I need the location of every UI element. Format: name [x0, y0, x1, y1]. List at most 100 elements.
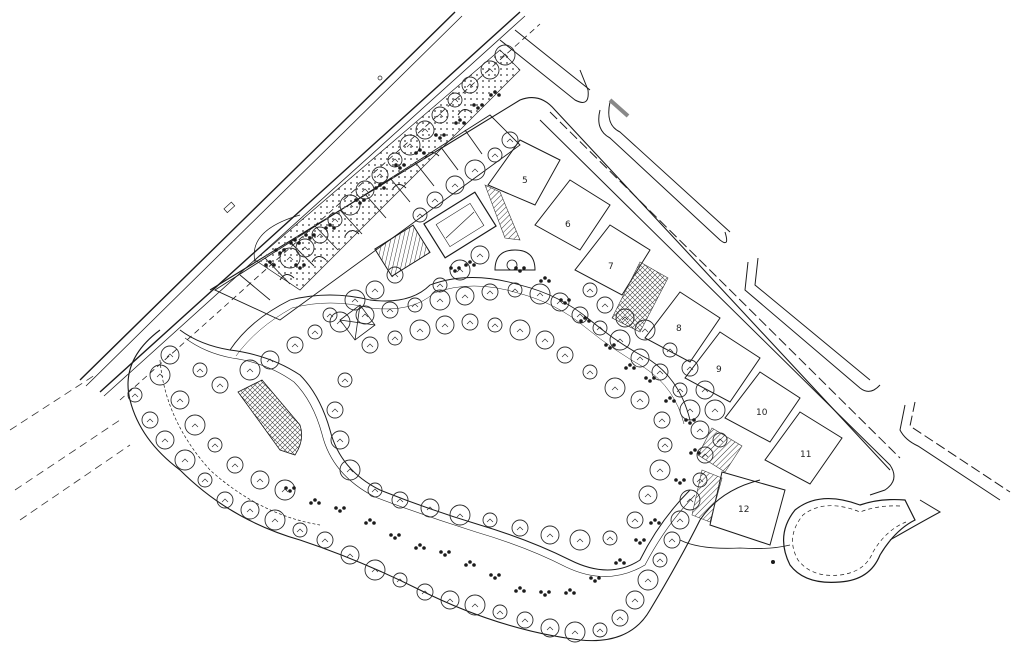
shrub-icon [304, 233, 308, 237]
shrub-icon [688, 421, 692, 425]
tree-canopy-icon [516, 611, 534, 629]
tree-canopy-icon [322, 307, 338, 323]
shrub-icon [453, 269, 457, 273]
tree-canopy-icon [339, 194, 361, 216]
shrub-icon [274, 248, 278, 252]
shrub-icon [684, 418, 688, 422]
tree-canopy-icon [141, 411, 159, 429]
tree-canopy-icon [426, 191, 444, 209]
buffer-near-lot-11 [697, 427, 743, 473]
shrub-icon [692, 418, 696, 422]
shrub-icon [522, 589, 526, 593]
tree-canopy-icon [690, 420, 710, 440]
tree-canopy-icon [445, 175, 465, 195]
tree-canopy-icon [449, 504, 471, 526]
shrub-icon [382, 186, 386, 190]
tree-canopy-icon [240, 500, 260, 520]
shrub-icon [634, 538, 638, 542]
tree-canopy-icon [571, 306, 589, 324]
shrub-icon [547, 279, 551, 283]
tree-canopy-icon [582, 364, 598, 380]
lot-5-label: 5 [522, 176, 528, 186]
shrub-icon [468, 560, 472, 564]
tree-canopy-icon [696, 446, 714, 464]
tree-canopy-icon [170, 390, 190, 410]
tree-canopy-icon [670, 510, 690, 530]
shrub-icon [624, 366, 628, 370]
tree-canopy-icon [704, 399, 726, 421]
shrub-icon [317, 501, 321, 505]
shrub-icon [649, 521, 653, 525]
tree-canopy-icon [365, 280, 385, 300]
tree-canopy-icon [340, 545, 360, 565]
tree-canopy-icon [535, 330, 555, 350]
tree-canopy-icon [492, 604, 508, 620]
tree-canopy-icon [630, 390, 650, 410]
tree-canopy-icon [174, 449, 196, 471]
tree-canopy-icon [391, 491, 409, 509]
shrub-icon [389, 533, 393, 537]
shrub-icon [583, 316, 587, 320]
tree-canopy-icon [626, 511, 644, 529]
tree-canopy-icon [447, 92, 463, 108]
lot-labels: 5 6 7 8 9 10 11 12 [522, 176, 811, 515]
tree-canopy-icon [487, 317, 503, 333]
tree-canopy-icon [653, 411, 671, 429]
shrub-icon [334, 506, 338, 510]
tree-canopy-icon [592, 622, 608, 638]
tree-canopy-icon [420, 498, 440, 518]
shrub-icon [362, 198, 366, 202]
shrub-icon [272, 263, 276, 267]
shrub-icon [572, 591, 576, 595]
tree-canopy-icon [634, 319, 656, 341]
hatched-buffers [484, 184, 743, 523]
tree-canopy-icon [239, 359, 261, 381]
shrub-icon [454, 121, 458, 125]
tree-canopy-icon [326, 401, 344, 419]
shrub-icon [518, 586, 522, 590]
tree-canopy-icon [429, 289, 451, 311]
shrub-icon [497, 93, 501, 97]
buffer-near-lot-12 [691, 469, 723, 523]
shrub-icon [608, 346, 612, 350]
tree-canopy-icon [695, 380, 715, 400]
tree-canopy-icon [211, 376, 229, 394]
tree-canopy-icon [207, 437, 223, 453]
shrub-icon [567, 298, 571, 302]
shrub-icon [288, 489, 292, 493]
tree-canopy-icon [470, 245, 490, 265]
shrub-icon [522, 266, 526, 270]
shrub-icon [298, 266, 302, 270]
shrub-icon [308, 236, 312, 240]
shrub-icon [393, 536, 397, 540]
tree-canopy-icon [160, 345, 180, 365]
tree-canopy-icon [367, 482, 383, 498]
shrub-icon [402, 163, 406, 167]
tree-canopy-icon [672, 382, 688, 398]
shrub-icon [568, 588, 572, 592]
shrub-icon [328, 223, 332, 227]
shrub-icon [539, 279, 543, 283]
tree-canopy-icon [407, 297, 423, 313]
shrub-icon [668, 396, 672, 400]
tree-canopy-icon [461, 76, 479, 94]
tree-canopy-icon [274, 479, 296, 501]
tree-canopy-icon [387, 152, 403, 168]
tree-canopy-icon [582, 282, 598, 298]
shrub-icon [514, 589, 518, 593]
shrub-icon [559, 298, 563, 302]
trail-network [159, 277, 791, 577]
tree-canopy-icon [611, 609, 629, 627]
tree-canopy-icon [592, 320, 608, 336]
shrub-icon [292, 486, 296, 490]
tree-canopy-icon [184, 414, 206, 436]
tree-canopy-icon [381, 301, 399, 319]
tree-canopy-icon [361, 336, 379, 354]
tree-canopy-icon [564, 621, 586, 643]
tree-canopy-icon [609, 329, 631, 351]
tree-canopy-icon [482, 512, 498, 528]
tree-canopy-icon [556, 346, 574, 364]
survey-marker [771, 560, 775, 564]
shrub-icon [468, 260, 472, 264]
